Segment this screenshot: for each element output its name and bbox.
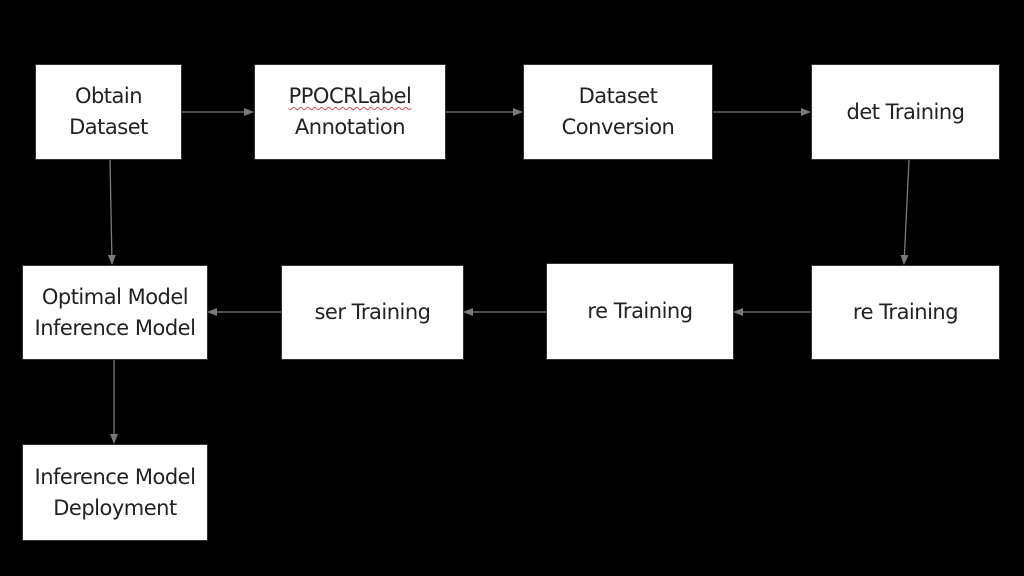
node-ppocrlabel-annotation: PPOCRLabel Annotation — [254, 64, 446, 160]
node-obtain-dataset: Obtain Dataset — [35, 64, 182, 160]
arrow-det-to-re — [900, 159, 910, 265]
node-label: Inference Model — [34, 464, 196, 489]
node-label: Obtain — [74, 84, 143, 108]
node-dataset-conversion: Dataset Conversion — [523, 64, 713, 160]
node-label: Inference Model — [34, 315, 196, 340]
node-re-training-right: re Training — [811, 265, 1000, 360]
node-label: ser Training — [314, 300, 431, 324]
node-label: Dataset — [578, 84, 658, 108]
node-label: det Training — [846, 99, 965, 124]
node-optimal-inference-model: Optimal Model Inference Model — [22, 265, 208, 360]
node-label: re Training — [587, 299, 693, 323]
node-label: Annotation — [294, 115, 406, 139]
node-label: PPOCRLabel — [288, 84, 412, 108]
node-det-training: det Training — [811, 64, 1000, 160]
node-inference-model-deployment: Inference Model Deployment — [22, 444, 208, 541]
node-ser-training: ser Training — [281, 265, 464, 360]
node-label: Deployment — [53, 495, 177, 520]
node-label: Optimal Model — [41, 284, 189, 309]
node-label: Conversion — [561, 115, 675, 139]
arrow-obtain-to-optimal — [107, 159, 116, 265]
node-re-training-middle: re Training — [546, 263, 734, 360]
node-label: Dataset — [69, 115, 148, 139]
node-label: re Training — [852, 300, 959, 324]
